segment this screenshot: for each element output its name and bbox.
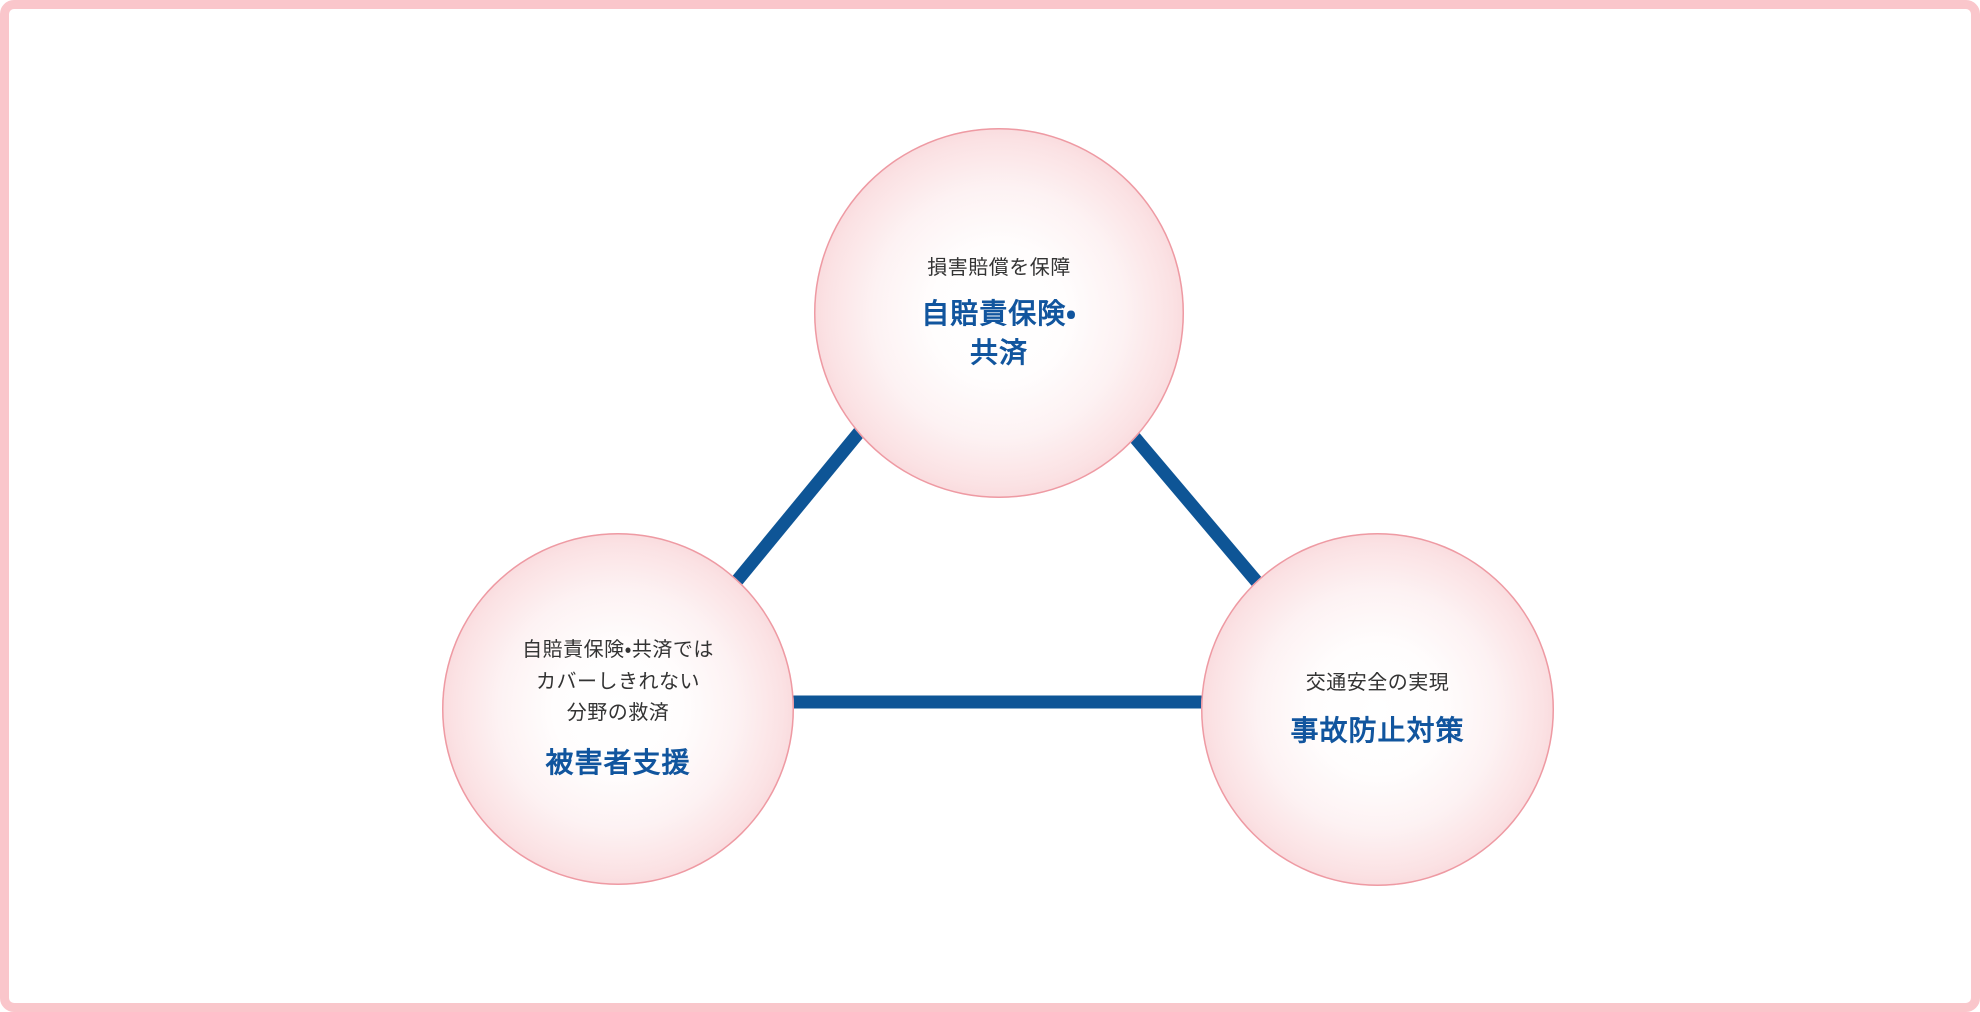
- connector-top-to-left: [730, 408, 881, 587]
- node-title: 自賠責保険・ 共済: [921, 297, 1077, 369]
- node-caption: 自賠責保険・共済では カバーしきれない 分野の救済: [522, 639, 714, 725]
- node-title: 事故防止対策: [1290, 714, 1465, 746]
- node-jiko-boshi-taisaku[interactable]: 交通安全の実現 事故防止対策: [1201, 533, 1554, 886]
- node-higaisha-shien[interactable]: 自賠責保険・共済では カバーしきれない 分野の救済 被害者支援: [442, 533, 794, 885]
- connector-top-to-right: [1109, 408, 1262, 587]
- connector-lines: [730, 408, 1262, 709]
- relationship-diagram: 損害賠償を保障 自賠責保険・ 共済 自賠責保険・共済では カバーしきれない 分野…: [9, 9, 1971, 1003]
- node-title: 被害者支援: [545, 747, 691, 779]
- node-caption: 交通安全の実現: [1305, 672, 1450, 695]
- node-jibaiseki-hoken[interactable]: 損害賠償を保障 自賠責保険・ 共済: [814, 128, 1184, 498]
- node-caption: 損害賠償を保障: [927, 256, 1071, 279]
